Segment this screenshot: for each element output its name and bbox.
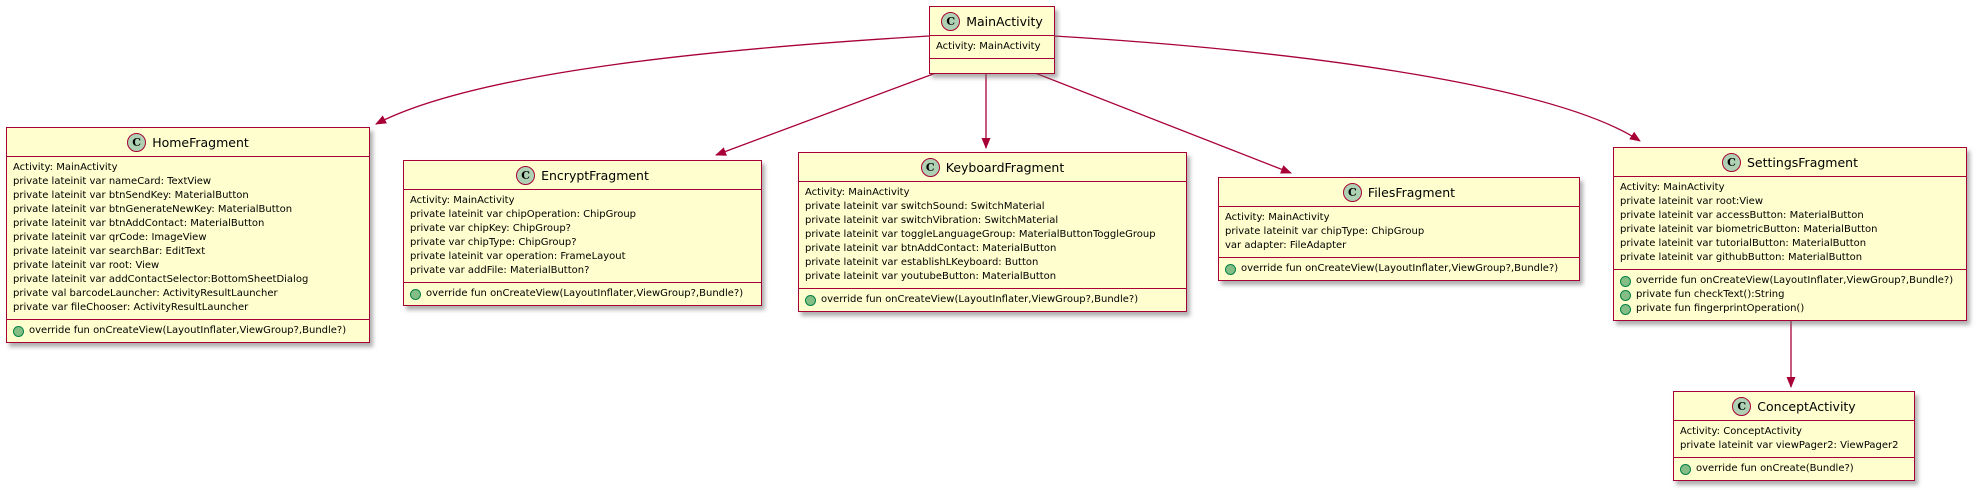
class-name: EncryptFragment — [541, 167, 649, 183]
arrow-mainactivity-encryptfragment — [715, 63, 961, 156]
method-visibility-icon — [1225, 263, 1236, 275]
field-row: private lateinit var nameCard: TextView — [13, 176, 212, 187]
class-icon: C — [1732, 396, 1752, 416]
arrow-mainactivity-homefragment — [375, 35, 930, 125]
class-name: MainActivity — [966, 13, 1043, 29]
field-row: var adapter: FileAdapter — [1225, 240, 1347, 251]
class-title: C KeyboardFragment — [799, 153, 1186, 182]
method-visibility-icon — [1620, 275, 1631, 287]
field-row: private lateinit var btnAddContact: Mate… — [13, 218, 265, 229]
class-filesfragment: C FilesFragment Activity: MainActivity pr… — [1218, 177, 1580, 281]
method-row: override fun onCreate(Bundle?) — [1680, 462, 1908, 476]
methods-compartment: override fun onCreateView(LayoutInflater… — [1219, 258, 1579, 280]
class-keyboardfragment: C KeyboardFragment Activity: MainActivit… — [798, 152, 1187, 312]
class-name: KeyboardFragment — [945, 159, 1065, 175]
class-icon: C — [127, 132, 147, 152]
class-title: C SettingsFragment — [1614, 148, 1966, 177]
class-icon: C — [1722, 152, 1741, 172]
field-row: private lateinit var addContactSelector:… — [13, 274, 309, 285]
fields-compartment: Activity: MainActivity private lateinit v… — [1219, 207, 1579, 258]
field-row: private lateinit var githubButton: Mater… — [1620, 252, 1863, 263]
method-visibility-icon — [1620, 303, 1631, 315]
method-row: override fun onCreateView(LayoutInflater… — [805, 293, 1180, 307]
method-visibility-icon — [1680, 463, 1691, 475]
field-row: private lateinit var operation: FrameLay… — [410, 251, 626, 262]
method-row: override fun onCreateView(LayoutInflater… — [13, 324, 363, 338]
method-visibility-icon — [805, 294, 816, 306]
class-title: C FilesFragment — [1219, 178, 1579, 207]
field-row: private var chipType: ChipGroup? — [410, 237, 577, 248]
methods-compartment: override fun onCreateView(LayoutInflater… — [404, 283, 761, 305]
field-row: private lateinit var btnAddContact: Mate… — [805, 243, 1057, 254]
field-row: private lateinit var btnGenerateNewKey: … — [13, 204, 293, 215]
method-row: override fun onCreateView(LayoutInflater… — [1225, 262, 1573, 276]
methods-compartment: override fun onCreate(Bundle?) — [1674, 458, 1914, 480]
class-title: C MainActivity — [930, 7, 1054, 36]
class-name: HomeFragment — [152, 134, 249, 150]
field-row: private lateinit var searchBar: EditText — [13, 246, 206, 257]
class-icon: C — [516, 165, 536, 185]
fields-compartment: Activity: ConceptActivity private lateini… — [1674, 421, 1914, 458]
method-row: override fun onCreateView(LayoutInflater… — [410, 287, 755, 301]
methods-compartment: override fun onCreateView(LayoutInflater… — [799, 289, 1186, 311]
fields-compartment: Activity: MainActivity private lateinit v… — [7, 157, 369, 320]
class-icon: C — [941, 11, 961, 31]
field-row: private var addFile: MaterialButton? — [410, 265, 590, 276]
field-row: private val barcodeLauncher: ActivityRes… — [13, 288, 278, 299]
field-row: Activity: MainActivity — [1225, 212, 1330, 223]
field-row: private lateinit var establishLKeyboard:… — [805, 257, 1039, 268]
class-name: FilesFragment — [1367, 184, 1456, 200]
field-row: private lateinit var toggleLanguageGroup… — [805, 229, 1156, 240]
class-title: C ConceptActivity — [1674, 392, 1914, 421]
class-encryptfragment: C EncryptFragment Activity: MainActivity… — [403, 160, 762, 306]
field-row: private lateinit var viewPager2: ViewPag… — [1680, 440, 1899, 451]
method-row: private fun checkText():String — [1620, 288, 1960, 302]
method-row: private fun fingerprintOperation() — [1620, 302, 1960, 316]
field-row: private lateinit var switchSound: Switch… — [805, 201, 1045, 212]
methods-compartment: override fun onCreateView(LayoutInflater… — [7, 320, 369, 342]
field-row: private lateinit var biometricButton: Ma… — [1620, 224, 1878, 235]
arrow-mainactivity-settingsfragment — [1053, 35, 1641, 142]
class-name: ConceptActivity — [1757, 398, 1856, 414]
fields-compartment: Activity: MainActivity private lateinit v… — [404, 190, 761, 283]
class-title: C EncryptFragment — [404, 161, 761, 190]
class-name: SettingsFragment — [1747, 154, 1858, 170]
field-row: private lateinit var chipOperation: Chip… — [410, 209, 637, 220]
field-row: private var fileChooser: ActivityResultL… — [13, 302, 249, 313]
methods-compartment — [930, 59, 1054, 73]
arrow-mainactivity-filesfragment — [1011, 63, 1292, 174]
field-row: private lateinit var root: View — [13, 260, 160, 271]
class-title: C HomeFragment — [7, 128, 369, 157]
class-icon: C — [920, 157, 940, 177]
field-row: Activity: MainActivity — [410, 195, 515, 206]
field-row: private lateinit var tutorialButton: Mat… — [1620, 238, 1867, 249]
class-mainactivity: C MainActivity Activity: MainActivity — [929, 6, 1055, 74]
fields-compartment: Activity: MainActivity private lateinit v… — [1614, 177, 1966, 270]
field-row: Activity: MainActivity — [936, 41, 1041, 52]
field-row: private lateinit var youtubeButton: Mate… — [805, 271, 1057, 282]
field-row: private lateinit var qrCode: ImageView — [13, 232, 207, 243]
field-row: Activity: ConceptActivity — [1680, 426, 1802, 437]
methods-compartment: override fun onCreateView(LayoutInflater… — [1614, 270, 1966, 320]
field-row: private lateinit var accessButton: Mater… — [1620, 210, 1864, 221]
field-row: Activity: MainActivity — [13, 162, 118, 173]
method-visibility-icon — [1620, 289, 1631, 301]
field-row: private lateinit var btnSendKey: Materia… — [13, 190, 249, 201]
field-row: private var chipKey: ChipGroup? — [410, 223, 571, 234]
fields-compartment: Activity: MainActivity — [930, 36, 1054, 59]
class-icon: C — [1342, 182, 1362, 202]
fields-compartment: Activity: MainActivity private lateinit v… — [799, 182, 1186, 289]
field-row: private lateinit var chipType: ChipGroup — [1225, 226, 1425, 237]
field-row: Activity: MainActivity — [805, 187, 910, 198]
field-row: Activity: MainActivity — [1620, 182, 1725, 193]
class-settingsfragment: C SettingsFragment Activity: MainActivit… — [1613, 147, 1967, 321]
class-conceptactivity: C ConceptActivity Activity: ConceptActiv… — [1673, 391, 1915, 481]
field-row: private lateinit var root:View — [1620, 196, 1763, 207]
method-visibility-icon — [410, 288, 421, 300]
method-row: override fun onCreateView(LayoutInflater… — [1620, 274, 1960, 288]
class-homefragment: C HomeFragment Activity: MainActivity pri… — [6, 127, 370, 343]
method-visibility-icon — [13, 325, 24, 337]
field-row: private lateinit var switchVibration: Sw… — [805, 215, 1059, 226]
